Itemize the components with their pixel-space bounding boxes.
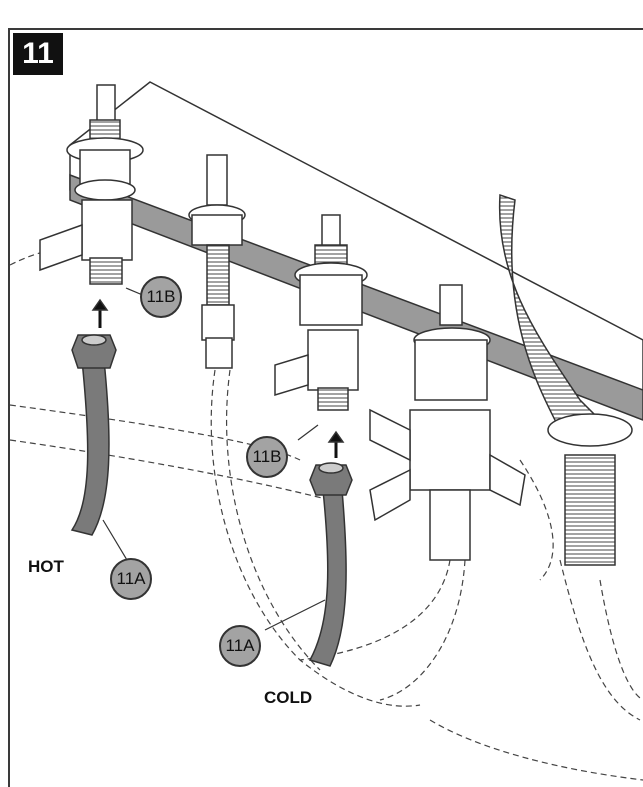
hot-label: HOT bbox=[28, 557, 64, 576]
cold-supply-hose bbox=[308, 430, 353, 667]
mixing-valve bbox=[369, 284, 526, 561]
callout-11b-hot: 11B bbox=[140, 276, 182, 318]
cold-label: COLD bbox=[264, 688, 313, 707]
hidden-supply-lines bbox=[9, 248, 643, 781]
callout-11a-cold: 11A bbox=[219, 625, 261, 667]
callout-11b-cold: 11B bbox=[246, 436, 288, 478]
corrugated-hose bbox=[498, 193, 633, 566]
step-number-badge: 11 bbox=[13, 33, 63, 75]
callout-11a-hot: 11A bbox=[110, 558, 152, 600]
diagram-frame bbox=[8, 28, 643, 787]
hot-supply-hose bbox=[70, 298, 117, 536]
hot-valve bbox=[39, 84, 144, 285]
diverter-stem bbox=[188, 154, 246, 369]
cold-valve bbox=[274, 214, 368, 411]
